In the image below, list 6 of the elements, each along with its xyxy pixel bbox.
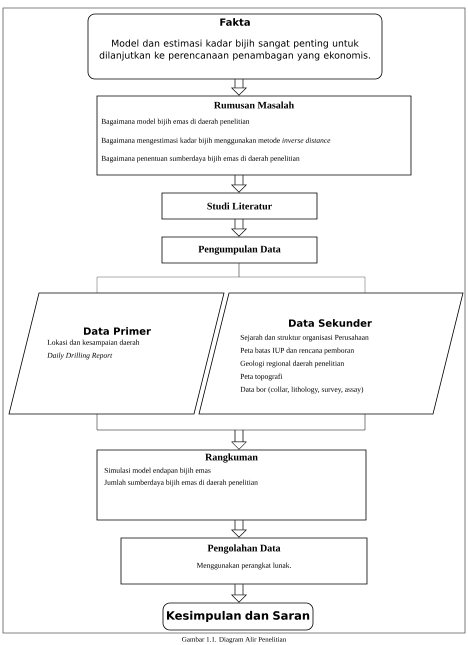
rounded-box: Kesimpulan dan Saran xyxy=(162,602,314,630)
process-box: Pengumpulan Data xyxy=(162,236,318,264)
rounded-box: Fakta Model dan estimasi kadar bijih sangat penting untuk dilanjutkan ke perencanaan penambagan yang ekonomis. xyxy=(88,14,382,80)
block-arrow xyxy=(231,414,366,450)
connector-line xyxy=(238,263,366,294)
process-box: Studi Literatur xyxy=(162,192,318,220)
